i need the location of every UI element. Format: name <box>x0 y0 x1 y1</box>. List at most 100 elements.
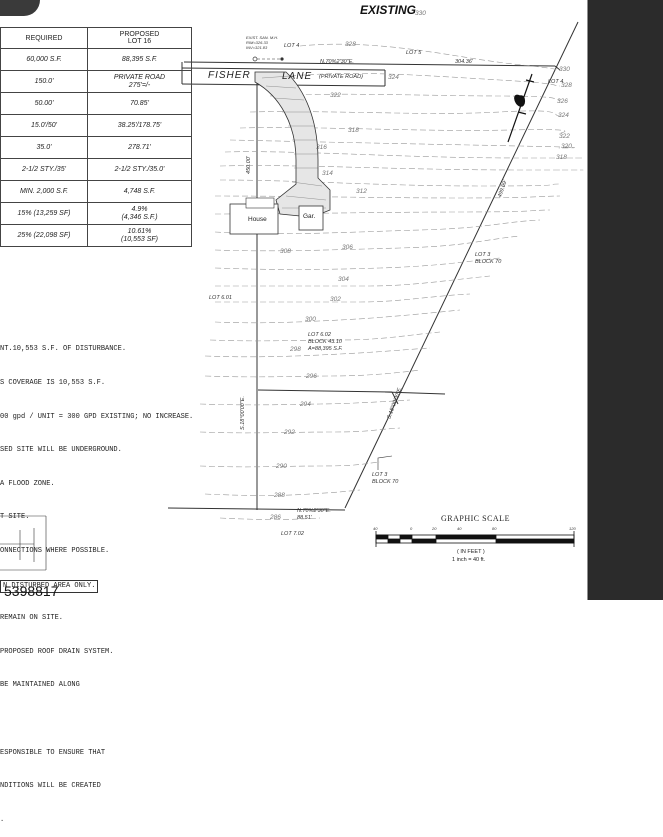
general-notes: NT.10,553 S.F. OF DISTURBANCE. S COVERAG… <box>0 322 193 837</box>
contour-label: 328 <box>561 82 572 89</box>
contour-label: 322 <box>330 92 341 99</box>
note-line: ONNECTIONS WHERE POSSIBLE. <box>0 546 110 555</box>
contour-label: 308 <box>280 248 291 255</box>
site-plan-drawing <box>0 21 584 571</box>
detail-sketch <box>0 515 47 571</box>
proposed-value: 88,395 S.F. <box>87 48 192 71</box>
note-line: T SITE. <box>0 513 30 522</box>
lot-7-02-label: LOT 7.02 <box>281 531 304 537</box>
contour-label: 290 <box>276 463 287 470</box>
contour-label: 292 <box>284 429 295 436</box>
required-value: 2-1/2 STY./35' <box>0 158 88 181</box>
dimension-left-bearing: S.18°00'00"E. <box>239 396 246 430</box>
lot-4-right-label: LOT 4 <box>548 79 564 85</box>
contour-label: 318 <box>556 154 567 161</box>
contour-label: 330 <box>415 10 426 17</box>
scale-tick: 120 <box>569 526 576 531</box>
scale-tick: 40 <box>457 526 462 531</box>
graphic-scale-ratio: 1 inch = 40 ft. <box>452 557 486 563</box>
viewer-frame-edge <box>588 0 663 600</box>
required-value: 60,000 S.F. <box>0 48 88 71</box>
street-name: FISHER <box>208 70 251 81</box>
garage-label: Gar. <box>303 213 316 220</box>
scale-tick: 20 <box>432 526 437 531</box>
proposed-value: PRIVATE ROAD 275'=/- <box>87 70 192 93</box>
note-line: SED SITE WILL BE UNDERGROUND. <box>0 446 122 455</box>
lot-3-block-70-lower-label: LOT 3 BLOCK 70 <box>372 472 399 485</box>
header-required: REQUIRED <box>0 27 88 49</box>
required-value: MIN. 2,000 S.F. <box>0 180 88 203</box>
distance-top: 304.36' <box>455 59 473 65</box>
required-value: 15% (13,259 SF) <box>0 202 88 225</box>
table-row: 2-1/2 STY./35'2-1/2 STY./35.0' <box>0 158 192 181</box>
contour-label: 294 <box>300 401 311 408</box>
graphic-scale-title: GRAPHIC SCALE <box>441 514 510 523</box>
note-line: REMAIN ON SITE. <box>0 614 64 623</box>
contour-label: 326 <box>557 98 568 105</box>
table-row: 35.0'278.71' <box>0 136 192 159</box>
sheet-title: EXISTING <box>360 3 417 17</box>
bearing-bottom: N.70%2'30"E. 88.51' <box>297 508 331 521</box>
scale-tick: 40 <box>373 526 378 531</box>
proposed-value: 278.71' <box>87 136 192 159</box>
note-line: N DISTURBED AREA ONLY. <box>0 579 193 593</box>
note-line: 00 gpd / UNIT = 300 GPD EXISTING; NO INC… <box>0 412 194 421</box>
street-suffix: LANE <box>282 71 313 82</box>
proposed-value: 4.9% (4,346 S.F.) <box>87 202 192 225</box>
note-line: NDITIONS WILL BE CREATED <box>0 782 101 791</box>
required-value: 50.00' <box>0 92 88 115</box>
viewer-corner-tab <box>0 0 40 16</box>
house-label: House <box>248 216 267 223</box>
table-row: 25% (22,098 SF)10.61% (10,553 SF) <box>0 224 192 247</box>
contour-label: 296 <box>306 373 317 380</box>
contour-label: 320 <box>561 143 572 150</box>
graphic-scale-unit: ( IN FEET ) <box>457 549 485 555</box>
lot-3-block-70-label: LOT 3 BLOCK 70 <box>475 252 502 265</box>
note-line: BE MAINTAINED ALONG <box>0 681 80 690</box>
contour-label: 298 <box>290 346 301 353</box>
contour-label: 330 <box>559 66 570 73</box>
contour-label: 306 <box>342 244 353 251</box>
proposed-value: 4,748 S.F. <box>87 180 192 203</box>
lot-6-01-label: LOT 6.01 <box>209 295 232 301</box>
note-line: NT.10,553 S.F. OF DISTURBANCE. <box>0 345 127 354</box>
lot-4-label: LOT 4 <box>284 43 300 49</box>
note-line: . <box>0 815 5 824</box>
property-lines <box>167 21 579 511</box>
required-value: 35.0' <box>0 136 88 159</box>
lot-6-02-label: LOT 6.02 BLOCK 43.10 A=88,395 S.F. <box>308 332 343 352</box>
table-row: 15.0'/50'38.25'/178.75' <box>0 114 192 137</box>
garage-footprint <box>298 205 324 231</box>
required-value: 25% (22,098 SF) <box>0 224 88 247</box>
contour-label: 322 <box>559 133 570 140</box>
note-line: S COVERAGE IS 10,553 S.F. <box>0 379 106 387</box>
note-line <box>0 714 193 725</box>
contour-label: 316 <box>316 144 327 151</box>
contour-label: 286 <box>270 514 281 521</box>
contour-label: 314 <box>322 170 333 177</box>
contour-lines <box>199 43 584 520</box>
north-arrow <box>507 73 535 143</box>
private-road-label: (PRIVATE ROAD) <box>319 74 363 80</box>
scale-tick: 80 <box>492 526 497 531</box>
contour-label: 288 <box>274 492 285 499</box>
note-line: A FLOOD ZONE. <box>0 479 55 488</box>
house-footprint <box>229 203 279 235</box>
contour-label: 328 <box>345 41 356 48</box>
table-row: MIN. 2,000 S.F.4,748 S.F. <box>0 180 192 203</box>
required-value: 15.0'/50' <box>0 114 88 137</box>
zoning-table: REQUIRED PROPOSED LOT 16 60,000 S.F.88,3… <box>0 27 192 247</box>
table-row: 60,000 S.F.88,395 S.F. <box>0 48 192 71</box>
proposed-value: 2-1/2 STY./35.0' <box>87 158 192 181</box>
zoning-header-row: REQUIRED PROPOSED LOT 16 <box>0 27 192 49</box>
lot-5-label: LOT 5 <box>406 50 422 56</box>
contour-label: 300 <box>305 316 316 323</box>
contour-label: 324 <box>388 74 399 81</box>
contour-label: 312 <box>356 188 367 195</box>
graphic-scale-bar <box>375 531 575 547</box>
listing-number: 5398817 <box>4 583 59 599</box>
proposed-value: 38.25'/178.75' <box>87 114 192 137</box>
table-row: 150.0'PRIVATE ROAD 275'=/- <box>0 70 192 93</box>
scale-tick: 0 <box>410 526 413 531</box>
required-value: 150.0' <box>0 70 88 93</box>
